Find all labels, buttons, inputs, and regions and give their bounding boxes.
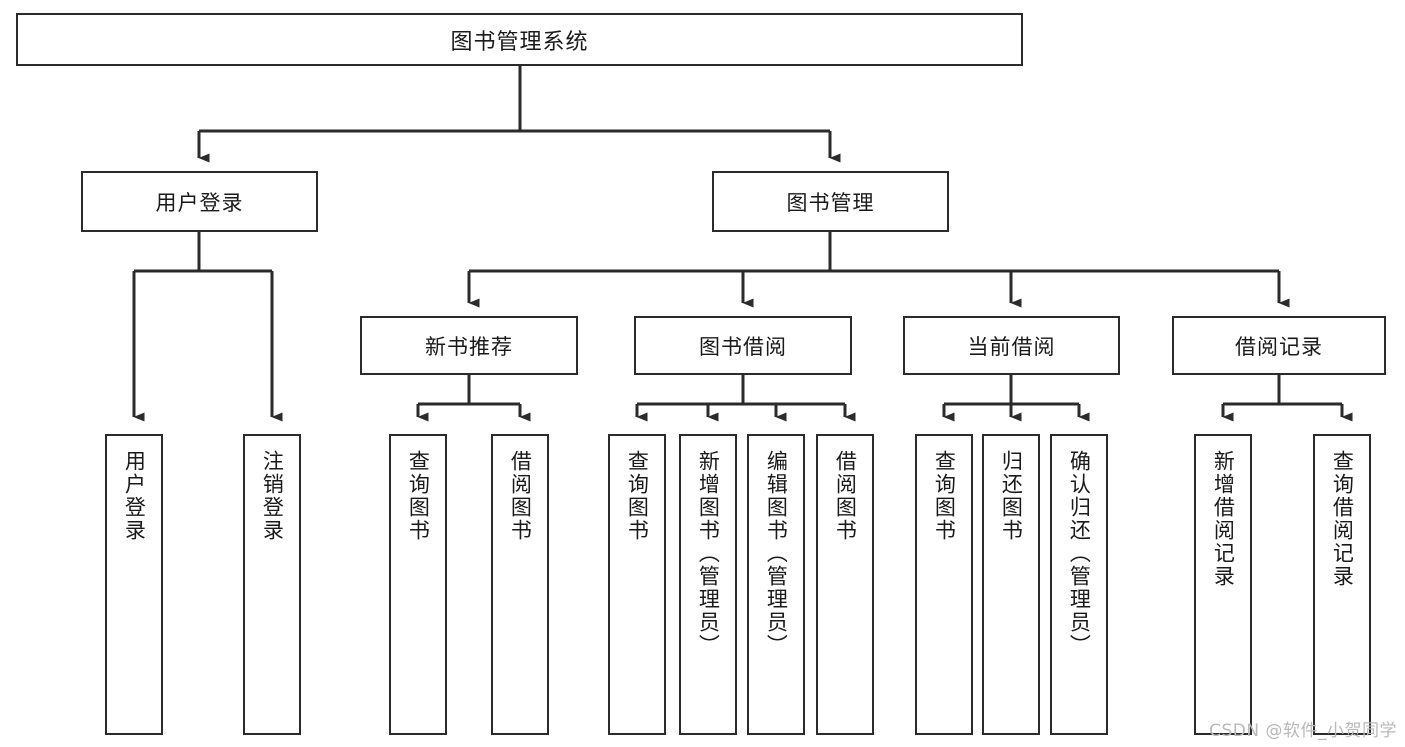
node-leaf-borrow-book-2-label: 借阅图书 (833, 450, 858, 542)
node-leaf-user-logout[interactable]: 注销登录 (243, 434, 301, 735)
node-new-book-recommend-label: 新书推荐 (425, 334, 513, 359)
node-leaf-edit-book-label: 编辑图书（管理员） (764, 450, 789, 657)
node-leaf-user-login-label: 用户登录 (122, 450, 147, 542)
node-root-label: 图书管理系统 (450, 29, 589, 55)
node-leaf-user-login[interactable]: 用户登录 (105, 434, 163, 735)
node-leaf-query-book-1[interactable]: 查询图书 (389, 434, 447, 735)
node-book-borrow[interactable]: 图书借阅 (634, 316, 852, 375)
node-current-borrow-label: 当前借阅 (967, 334, 1056, 359)
node-leaf-return-book[interactable]: 归还图书 (982, 434, 1040, 735)
node-user-login-label: 用户登录 (155, 190, 244, 215)
node-leaf-query-record-label: 查询借阅记录 (1330, 450, 1355, 588)
node-leaf-add-record-label: 新增借阅记录 (1211, 450, 1236, 588)
node-leaf-add-book-label: 新增图书（管理员） (696, 450, 721, 657)
node-leaf-borrow-book-2[interactable]: 借阅图书 (816, 434, 874, 735)
node-leaf-query-book-3[interactable]: 查询图书 (915, 434, 973, 735)
node-book-borrow-label: 图书借阅 (699, 334, 787, 359)
watermark: CSDN @软件_小贺同学 (1209, 721, 1397, 741)
node-current-borrow[interactable]: 当前借阅 (903, 316, 1120, 375)
node-leaf-edit-book[interactable]: 编辑图书（管理员） (747, 434, 805, 735)
node-leaf-confirm-return-label: 确认归还（管理员） (1067, 450, 1092, 657)
node-leaf-add-record[interactable]: 新增借阅记录 (1194, 434, 1252, 735)
node-leaf-query-book-2[interactable]: 查询图书 (608, 434, 666, 735)
node-leaf-query-book-1-label: 查询图书 (406, 450, 431, 542)
node-user-login[interactable]: 用户登录 (81, 171, 318, 232)
node-leaf-borrow-book-1-label: 借阅图书 (508, 450, 533, 542)
node-leaf-return-book-label: 归还图书 (999, 450, 1024, 542)
node-leaf-query-book-3-label: 查询图书 (932, 450, 957, 542)
node-book-manage-label: 图书管理 (786, 190, 875, 215)
node-leaf-user-logout-label: 注销登录 (260, 450, 285, 542)
node-leaf-query-record[interactable]: 查询借阅记录 (1313, 434, 1371, 735)
node-leaf-query-book-2-label: 查询图书 (625, 450, 650, 542)
node-leaf-add-book[interactable]: 新增图书（管理员） (679, 434, 737, 735)
node-root[interactable]: 图书管理系统 (16, 13, 1023, 66)
node-new-book-recommend[interactable]: 新书推荐 (360, 316, 578, 375)
node-leaf-confirm-return[interactable]: 确认归还（管理员） (1050, 434, 1108, 735)
node-book-manage[interactable]: 图书管理 (712, 171, 949, 232)
node-borrow-record-label: 借阅记录 (1235, 334, 1323, 359)
node-borrow-record[interactable]: 借阅记录 (1172, 316, 1386, 375)
node-leaf-borrow-book-1[interactable]: 借阅图书 (491, 434, 549, 735)
